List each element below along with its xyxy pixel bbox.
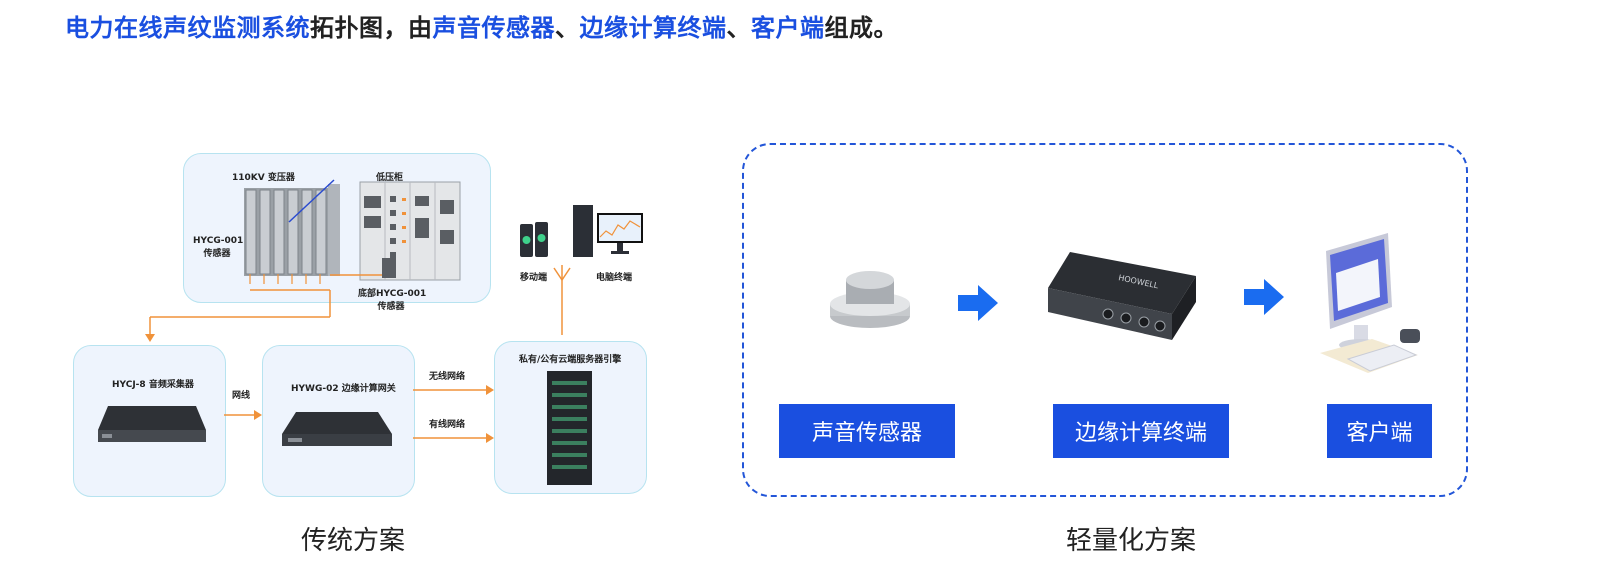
edge-gateway-image [282,412,392,446]
mobile-label: 移动端 [520,273,548,283]
sensor-model: HYCG-001 [193,236,244,246]
gateway-label: HYWG-02 边缘计算网关 [291,384,396,394]
substation-connection-lines [145,274,382,342]
server-label: 私有/公有云端服务器引擎 [519,355,622,365]
cloud-link-lines [553,265,571,335]
transformer-image [244,179,340,284]
bottom-sensor-label: 底部HYCG-001 传感器 [358,286,427,312]
audio-collector-image [98,406,206,442]
lv-cabinet-image [359,181,461,281]
page-headline: 电力在线声纹监测系统拓扑图，由声音传感器、边缘计算终端、客户端组成。 [65,8,898,43]
sensor-type: 传感器 [203,249,231,259]
arrow-right-icon [958,285,998,321]
headline-end: 组成。 [824,14,898,42]
bottom-sensor-model: 底部HYCG-001 [358,289,427,299]
collector-label: HYCJ-8 音频采集器 [112,380,194,390]
sound-sensor-image [830,271,910,328]
sound-sensor-button[interactable]: 声音传感器 [779,404,955,458]
edge-terminal-image: HOOWELL [1048,252,1196,340]
lightweight-scheme-frame [742,143,1468,497]
headline-separator: 、 [726,14,751,42]
headline-text: 拓扑图，由 [310,14,433,42]
gateway-to-server-arrows [413,385,494,443]
headline-separator: 、 [555,14,580,42]
headline-edge-terminal: 边缘计算终端 [579,14,727,42]
wired-label: 有线网络 [429,420,466,430]
client-button[interactable]: 客户端 [1327,404,1432,458]
edge-terminal-button[interactable]: 边缘计算终端 [1053,404,1229,458]
lv-cabinet-label: 低压柜 [376,173,404,183]
mobile-device-image [520,222,548,257]
headline-system-name: 电力在线声纹监测系统 [65,14,310,42]
server-rack-image [547,371,592,485]
cable-label: 网线 [232,391,251,401]
pc-terminal-image [573,205,643,257]
client-computer-image [1320,233,1420,373]
traditional-scheme-title: 传统方案 [301,526,406,556]
transformer-label: 110KV 变压器 [232,173,295,183]
wireless-label: 无线网络 [429,372,466,382]
headline-sensor: 声音传感器 [432,14,555,42]
headline-client: 客户端 [751,14,825,42]
arrow-right-icon [1244,279,1284,315]
lightweight-scheme-title: 轻量化方案 [1066,526,1197,556]
bottom-sensor-type: 传感器 [377,302,405,312]
pc-terminal-label: 电脑终端 [596,273,633,283]
sensor-label: HYCG-001 传感器 [193,236,244,259]
collector-to-gateway-arrow [224,410,262,420]
